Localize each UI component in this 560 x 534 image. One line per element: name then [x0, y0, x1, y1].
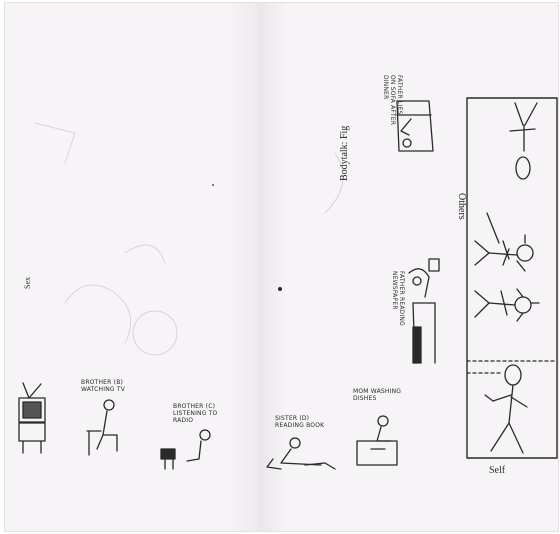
father-reading-drawing — [409, 259, 439, 363]
self-label: Self — [489, 465, 505, 476]
brother-c-caption: BROTHER (C) LISTENING TO RADIO — [173, 403, 217, 424]
mom-drawing — [357, 416, 397, 465]
stick-figure-drawings — [5, 3, 558, 531]
father-sofa-caption: FATHER LIES ON SOFA AFTER DINNER — [382, 75, 403, 125]
tv-set-drawing — [19, 383, 45, 453]
others-self-frame — [467, 98, 557, 458]
others-label: Others — [456, 193, 467, 220]
sister-d-drawing — [267, 438, 335, 469]
brother-b-caption: BROTHER (B) WATCHING TV — [81, 379, 125, 393]
bodytalk-fig-label: Bodytalk: Fig — [339, 126, 350, 181]
others-figure-3 — [475, 289, 539, 321]
brother-b-drawing — [87, 400, 117, 455]
sex-label: Sex — [23, 277, 32, 289]
mom-caption: MOM WASHING DISHES — [353, 388, 401, 402]
sister-d-caption: SISTER (D) READING BOOK — [275, 415, 324, 429]
brother-c-drawing — [161, 430, 210, 469]
self-figure — [485, 365, 527, 453]
ink-dot — [278, 287, 282, 291]
scanned-page: Sex Others Self Bodytalk: Fig BROTHER (B… — [4, 2, 559, 532]
others-figure-1 — [510, 103, 537, 179]
father-reading-caption: FATHER READING NEWSPAPER — [391, 271, 405, 326]
others-figure-2 — [475, 213, 533, 271]
faint-background-marks — [35, 123, 343, 355]
